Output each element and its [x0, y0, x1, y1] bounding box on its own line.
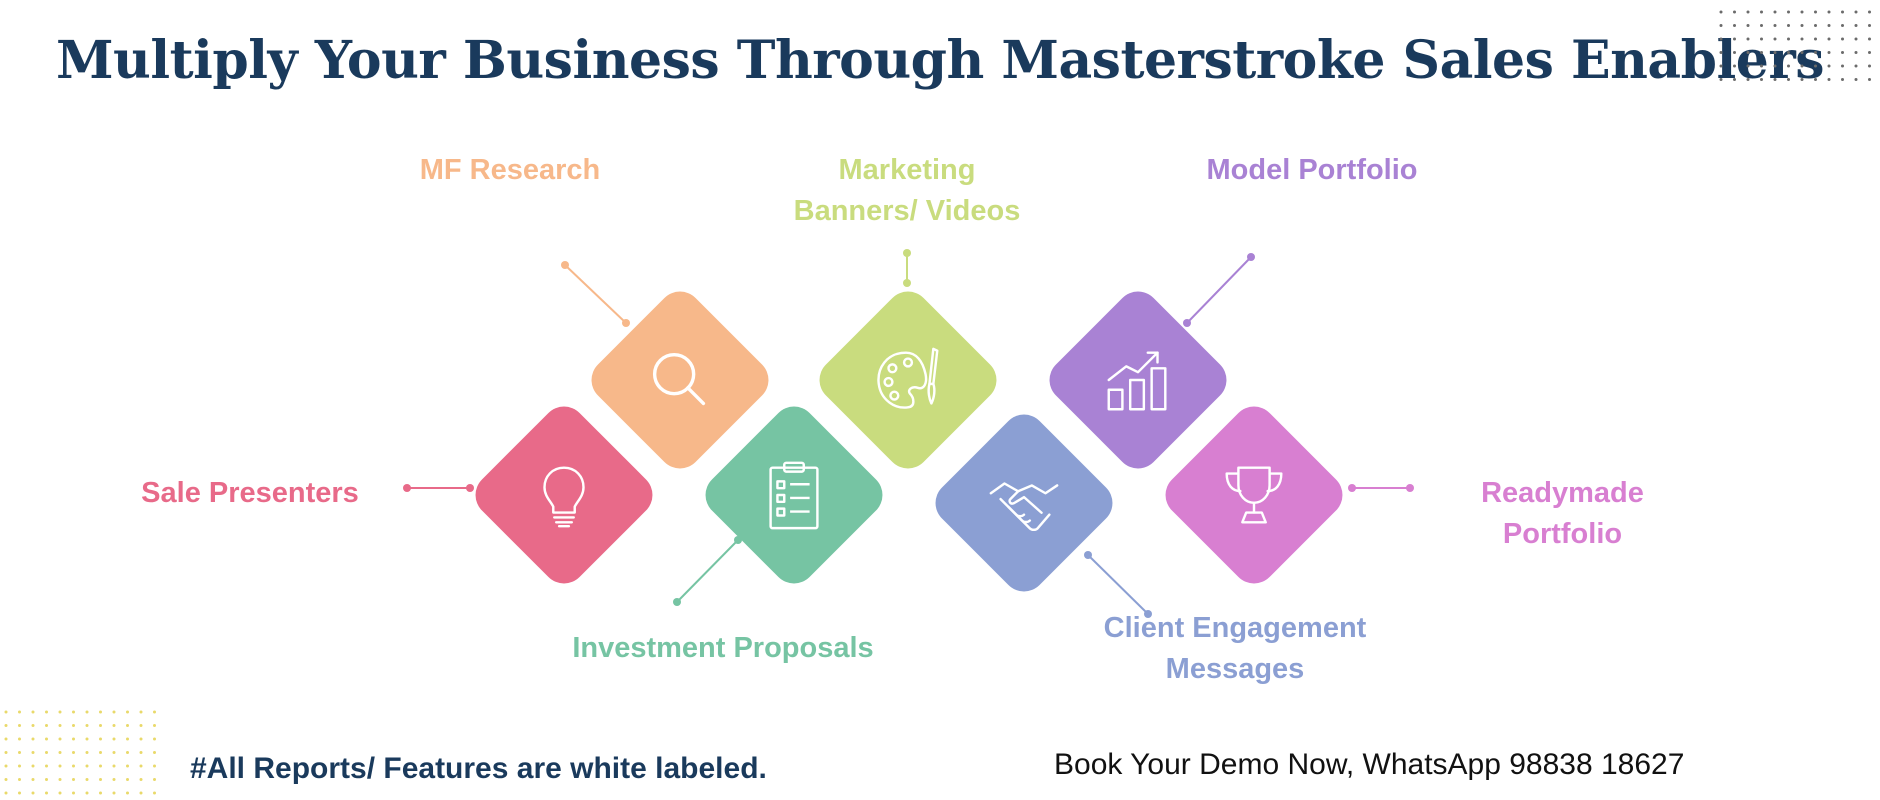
label-client-engagement: Client Engagement Messages: [1103, 612, 1367, 685]
diamond-sale-presenters: [466, 397, 662, 593]
book-demo-cta: Book Your Demo Now, WhatsApp 98838 18627: [1054, 748, 1685, 781]
connector-client-engagement: [1087, 554, 1149, 615]
handshake-icon: [989, 482, 1059, 532]
label-investment-proposals: Investment Proposals: [572, 632, 874, 664]
decorative-dot-grid-top-right: [1719, 10, 1871, 81]
connector-investment-proposals: [676, 539, 739, 603]
bar-chart-growth-icon: [1107, 351, 1167, 411]
label-marketing-banners: Marketing Banners/ Videos: [793, 154, 1021, 227]
diamond-model-portfolio: [1040, 282, 1236, 478]
connector-mf-research: [564, 264, 627, 324]
page-title: Multiply Your Business Through Masterstr…: [56, 30, 1825, 91]
magnifier-icon: [652, 352, 706, 406]
white-label-note: #All Reports/ Features are white labeled…: [190, 752, 767, 785]
label-readymade-portfolio: Readymade Portfolio: [1481, 477, 1644, 550]
diamond-client-engagement: [926, 405, 1122, 601]
lightbulb-icon: [543, 466, 585, 528]
clipboard-checklist-icon: [769, 461, 819, 530]
diamond-marketing-banners: [810, 282, 1006, 478]
label-model-portfolio: Model Portfolio: [1206, 154, 1418, 186]
diamond-readymade-portfolio: [1156, 397, 1352, 593]
diamond-investment-proposals: [696, 397, 892, 593]
paint-palette-icon: [877, 347, 939, 409]
label-mf-research: MF Research: [419, 154, 601, 186]
connector-model-portfolio: [1186, 256, 1252, 324]
label-sale-presenters: Sale Presenters: [141, 477, 359, 509]
decorative-dot-grid-bottom-left: [4, 710, 156, 795]
diamond-mf-research: [582, 282, 778, 478]
trophy-icon: [1225, 466, 1283, 524]
